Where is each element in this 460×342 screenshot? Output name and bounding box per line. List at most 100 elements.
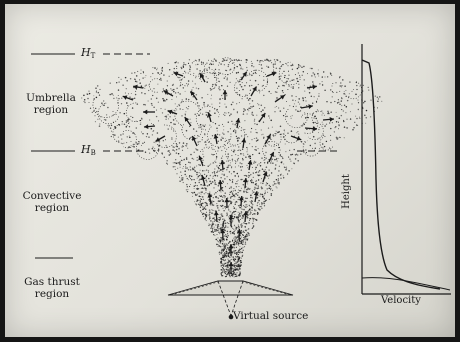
ash-particle — [176, 145, 177, 146]
ash-particle — [229, 115, 230, 116]
ash-particle — [204, 165, 205, 166]
ash-particle — [277, 187, 278, 188]
ash-particle — [178, 62, 179, 63]
arrow-icon — [185, 117, 191, 126]
ash-particle — [136, 75, 138, 77]
ash-particle — [238, 254, 239, 255]
ash-particle — [162, 91, 163, 92]
ash-particle — [251, 61, 252, 62]
ash-particle — [233, 131, 234, 132]
ash-particle — [205, 179, 207, 181]
ash-particle — [251, 106, 253, 108]
ash-particle — [186, 176, 187, 177]
ash-particle — [237, 183, 238, 184]
ash-particle — [291, 118, 292, 119]
ash-particle — [224, 229, 225, 230]
ash-particle — [118, 95, 119, 96]
ash-particle — [198, 164, 199, 165]
ash-particle — [226, 274, 227, 275]
ash-particle — [227, 253, 229, 255]
ash-particle — [167, 160, 168, 161]
ash-particle — [209, 165, 210, 166]
ash-particle — [238, 189, 239, 190]
ash-particle — [270, 189, 271, 190]
ash-particle — [205, 217, 206, 218]
ash-particle — [273, 63, 275, 65]
ash-particle — [261, 186, 262, 187]
ash-particle — [329, 122, 330, 123]
ash-particle — [244, 85, 245, 86]
ash-particle — [206, 175, 207, 176]
ash-particle — [128, 93, 129, 94]
ash-particle — [197, 141, 199, 143]
ash-particle — [142, 133, 143, 134]
ash-particle — [160, 78, 162, 80]
ash-particle — [234, 175, 236, 177]
ash-particle — [238, 227, 239, 228]
ash-particle — [234, 260, 235, 261]
ash-particle — [229, 165, 230, 166]
ash-particle — [224, 260, 225, 261]
ash-particle — [173, 162, 174, 163]
ash-particle — [224, 148, 225, 149]
ash-particle — [259, 153, 261, 155]
ash-particle — [190, 169, 192, 171]
ash-particle — [214, 231, 215, 232]
ash-particle — [129, 97, 130, 98]
ash-particle — [200, 210, 201, 211]
ash-particle — [186, 143, 188, 145]
ash-particle — [235, 250, 236, 251]
ash-particle — [183, 66, 184, 67]
ash-particle — [329, 148, 330, 149]
ash-particle — [237, 216, 238, 217]
ash-particle — [275, 168, 277, 170]
ash-particle — [282, 158, 283, 159]
ash-particle — [219, 195, 220, 196]
ash-particle — [225, 76, 226, 77]
ash-particle — [198, 176, 200, 178]
ash-particle — [203, 104, 204, 105]
ash-particle — [240, 251, 241, 252]
ash-particle — [238, 149, 239, 150]
ash-particle — [298, 111, 299, 112]
ash-particle — [156, 98, 158, 100]
ash-particle — [218, 141, 219, 142]
ash-particle — [232, 179, 233, 180]
ash-particle — [355, 116, 356, 117]
ash-particle — [278, 175, 279, 176]
ash-particle — [219, 106, 220, 107]
ash-particle — [238, 224, 239, 225]
ash-particle — [207, 94, 208, 95]
ash-particle — [343, 110, 344, 111]
eddy-swirl — [226, 146, 238, 161]
ash-particle — [313, 136, 315, 138]
ash-particle — [331, 75, 332, 76]
ash-particle — [219, 165, 220, 166]
ash-particle — [243, 231, 244, 232]
ash-particle — [99, 94, 100, 95]
ash-particle — [278, 158, 279, 159]
ash-particle — [276, 179, 277, 180]
ash-particle — [192, 169, 194, 171]
ash-particle — [243, 155, 244, 156]
ash-particle — [287, 78, 288, 79]
ash-particle — [299, 104, 300, 105]
ash-particle — [92, 112, 93, 113]
ash-particle — [173, 89, 174, 90]
ash-particle — [176, 143, 177, 144]
ash-particle — [230, 212, 231, 213]
ash-particle — [222, 264, 223, 265]
ash-particle — [240, 264, 242, 266]
ash-particle — [249, 155, 250, 156]
ash-particle — [240, 224, 241, 225]
arrow-icon — [251, 87, 257, 97]
ash-particle — [212, 178, 213, 179]
ash-particle — [232, 253, 233, 254]
ash-particle — [87, 98, 89, 100]
ash-particle — [229, 270, 230, 271]
ash-particle — [222, 267, 223, 268]
ash-particle — [162, 112, 163, 113]
ash-particle — [241, 135, 242, 136]
ash-particle — [172, 84, 174, 86]
ash-particle — [174, 162, 175, 163]
